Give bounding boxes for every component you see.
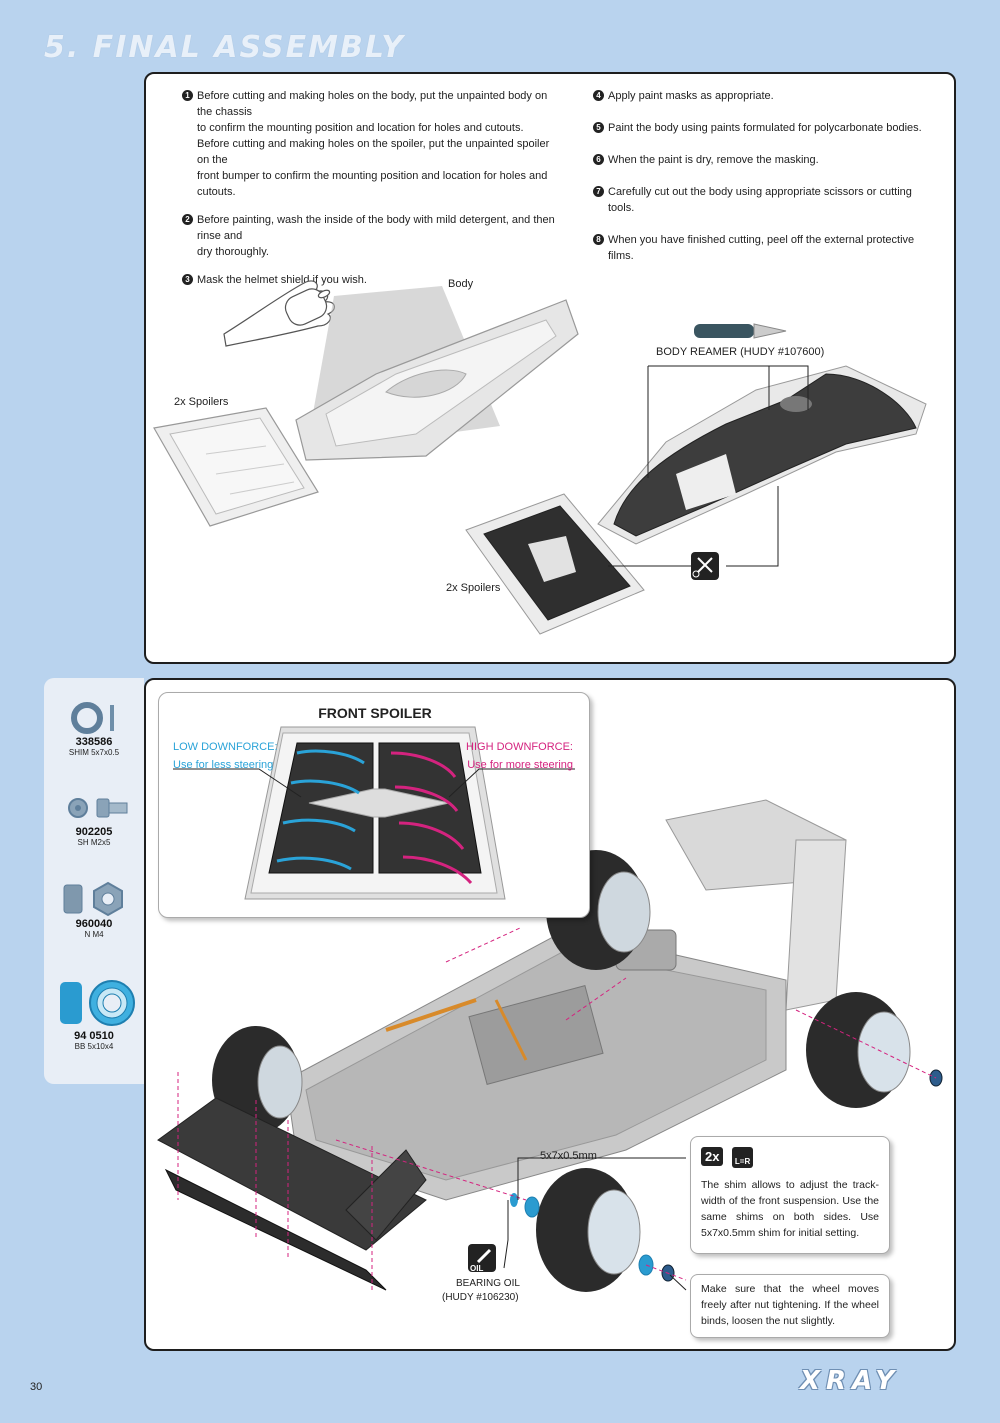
part-code: 902205 xyxy=(75,826,113,838)
shim-size-label: 5x7x0.5mm xyxy=(540,1150,597,1162)
wheel-front-right xyxy=(536,1168,641,1292)
quantity-badge: 2x xyxy=(701,1147,724,1166)
step-text: front bumper to confirm the mounting pos… xyxy=(197,170,548,198)
parts-sidebar: 338586 SHIM 5x7x0.5 902205 SH M2x5 96004… xyxy=(44,678,144,1084)
wheel-nut-callout: Make sure that the wheel moves freely af… xyxy=(690,1274,890,1338)
body-painting-illustration xyxy=(153,280,927,635)
step-number: 2 xyxy=(182,214,193,225)
assembly-panel: OIL FRONT SPOILER LOW DOWN xyxy=(144,678,956,1351)
step-text: Before painting, wash the inside of the … xyxy=(197,214,555,242)
instructions-panel: 1 Before cutting and making holes on the… xyxy=(144,72,956,664)
wheel-rear-right xyxy=(806,992,911,1108)
high-downforce-title: HIGH DOWNFORCE: xyxy=(466,741,573,753)
step-number: 1 xyxy=(182,90,193,101)
step-text: to confirm the mounting position and loc… xyxy=(197,122,524,134)
bearing-oil-label: BEARING OIL xyxy=(456,1278,520,1289)
shim-callout-text: The shim allows to adjust the track-widt… xyxy=(701,1179,879,1239)
step-number: 8 xyxy=(593,234,604,245)
label-spoilers-right: 2x Spoilers xyxy=(446,582,501,594)
left-right-badge: L=R xyxy=(731,1147,754,1168)
steps-left: 1 Before cutting and making holes on the… xyxy=(182,88,562,300)
label-body: Body xyxy=(448,278,474,290)
step-text: When the paint is dry, remove the maskin… xyxy=(608,154,819,166)
part-code: 960040 xyxy=(75,918,113,930)
painted-body-illustration xyxy=(597,365,927,545)
step-text: Paint the body using paints formulated f… xyxy=(608,122,922,134)
steps-right: 4 Apply paint masks as appropriate. 5 Pain… xyxy=(593,88,923,280)
scissors-icon xyxy=(691,552,719,580)
label-body-reamer: BODY REAMER (HUDY #107600) xyxy=(656,346,825,358)
reamer-tool-illustration xyxy=(694,323,787,339)
bearing-oil-icon xyxy=(468,1244,496,1272)
low-downforce-sub: Use for less steering xyxy=(173,759,274,771)
part-bearing: 94 0510 BB 5x10x4 xyxy=(44,976,144,1052)
oil-icon-label: OIL xyxy=(470,1264,484,1273)
step-number: 3 xyxy=(182,274,193,285)
part-shim: 338586 SHIM 5x7x0.5 xyxy=(44,700,144,758)
front-wing-illustration xyxy=(157,1097,427,1291)
chassis-assembly-illustration xyxy=(157,799,943,1292)
part-nut: 960040 N M4 xyxy=(44,880,144,940)
step-2: 2 Before painting, wash the inside of th… xyxy=(182,212,562,260)
part-code: 94 0510 xyxy=(74,1030,114,1042)
assembly-guide-lines xyxy=(177,927,937,1290)
shim-icon xyxy=(71,702,114,734)
step-8: 8 When you have finished cutting, peel of… xyxy=(593,232,923,264)
xray-logo: XRAY xyxy=(800,1366,901,1396)
high-downforce-sub: Use for more steering xyxy=(467,759,573,771)
step-text: Before cutting and making holes on the s… xyxy=(197,138,550,166)
front-spoiler-title: FRONT SPOILER xyxy=(318,705,432,721)
label-spoilers-left: 2x Spoilers xyxy=(174,396,229,408)
step-number: 5 xyxy=(593,122,604,133)
shim-bearing-nut-illustration xyxy=(510,1069,943,1282)
rear-wing-illustration xyxy=(665,799,847,1011)
high-downforce-lines xyxy=(390,751,473,885)
part-code: 338586 xyxy=(75,736,113,748)
hand-spray-illustration xyxy=(223,280,335,347)
part-desc: SH M2x5 xyxy=(77,838,111,847)
step-number: 4 xyxy=(593,90,604,101)
step-text: Carefully cut out the body using appropr… xyxy=(608,186,912,214)
part-desc: BB 5x10x4 xyxy=(74,1042,114,1051)
part-desc: N M4 xyxy=(84,930,104,939)
page-title: 5. FINAL ASSEMBLY xyxy=(44,30,405,65)
low-downforce-lines xyxy=(276,749,365,871)
bearing-oil-code: (HUDY #106230) xyxy=(442,1292,519,1303)
clear-spoilers-illustration xyxy=(153,407,319,527)
low-downforce-title: LOW DOWNFORCE: xyxy=(173,741,278,753)
step-number: 7 xyxy=(593,186,604,197)
step-3: 3 Mask the helmet shield if you wish. xyxy=(182,272,562,288)
step-text: dry thoroughly. xyxy=(197,246,269,258)
painted-spoilers-illustration xyxy=(465,493,645,635)
step-6: 6 When the paint is dry, remove the maski… xyxy=(593,152,923,168)
page-number: 30 xyxy=(30,1381,43,1393)
front-spoiler-inset: FRONT SPOILER LOW DOWNFORCE: Use xyxy=(158,692,590,918)
front-spoiler-illustration xyxy=(173,726,575,900)
nut-icon xyxy=(63,881,123,917)
part-desc: SHIM 5x7x0.5 xyxy=(68,748,120,757)
step-text: Before cutting and making holes on the b… xyxy=(197,90,548,118)
callout-lines xyxy=(503,1157,687,1291)
step-1: 1 Before cutting and making holes on the… xyxy=(182,88,562,200)
step-7: 7 Carefully cut out the body using approp… xyxy=(593,184,923,216)
step-text: When you have finished cutting, peel off… xyxy=(608,234,915,262)
step-number: 6 xyxy=(593,154,604,165)
step-4: 4 Apply paint masks as appropriate. xyxy=(593,88,923,104)
clear-body-illustration xyxy=(295,299,579,461)
step-5: 5 Paint the body using paints formulated … xyxy=(593,120,923,136)
step-text: Apply paint masks as appropriate. xyxy=(608,90,774,102)
shim-callout: 2x L=R The shim allows to adjust the tra… xyxy=(690,1136,890,1254)
wheel-nut-callout-text: Make sure that the wheel moves freely af… xyxy=(701,1283,879,1327)
bearing-icon xyxy=(60,980,135,1026)
leader-lines xyxy=(608,365,809,567)
screw-icon xyxy=(68,798,128,818)
step-text: Mask the helmet shield if you wish. xyxy=(197,274,367,286)
part-screw: 902205 SH M2x5 xyxy=(44,790,144,848)
